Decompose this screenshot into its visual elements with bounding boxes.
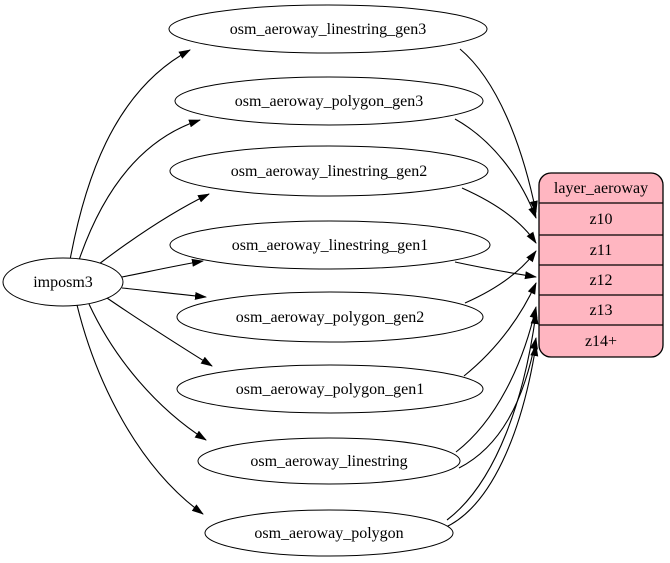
linestring-gen2-label: osm_aeroway_linestring_gen2	[231, 163, 427, 180]
edge-polygon-gen3-z10	[454, 118, 537, 219]
edge-imposm3-polygon-gen3	[78, 119, 201, 261]
node-osm-aeroway-linestring-gen2: osm_aeroway_linestring_gen2	[169, 145, 489, 197]
edges-to-layer-aeroway	[443, 48, 539, 529]
linestring-gen1-ellipse	[169, 220, 491, 270]
edge-linestring-gen1-z12	[454, 261, 537, 280]
layer-row-z12: z12	[589, 272, 612, 289]
linestring-gen2-ellipse	[169, 145, 489, 197]
edge-imposm3-polygon-gen2	[121, 287, 207, 300]
layer-row-z13: z13	[589, 302, 612, 319]
linestring-label: osm_aeroway_linestring	[250, 453, 407, 470]
edge-linestring-gen3-z10	[459, 48, 538, 213]
node-osm-aeroway-polygon-gen3: osm_aeroway_polygon_gen3	[174, 76, 484, 126]
node-layer-aeroway: layer_aeroway z10 z11 z12 z13 z14+	[538, 172, 664, 358]
node-osm-aeroway-polygon-gen1: osm_aeroway_polygon_gen1	[176, 364, 484, 414]
polygon-gen1-ellipse	[176, 364, 484, 414]
edge-polygon-gen2-z11	[464, 250, 537, 304]
polygon-gen2-label: osm_aeroway_polygon_gen2	[236, 309, 424, 326]
edge-linestring-gen2-z11	[461, 187, 537, 244]
polygon-gen2-ellipse	[176, 291, 484, 343]
node-osm-aeroway-polygon-gen2: osm_aeroway_polygon_gen2	[176, 291, 484, 343]
edges-from-imposm3	[69, 49, 213, 515]
polygon-gen3-label: osm_aeroway_polygon_gen3	[235, 93, 423, 110]
imposm3-ellipse	[2, 257, 124, 307]
layer-row-z10: z10	[589, 211, 612, 228]
edge-imposm3-polygon	[76, 304, 204, 515]
linestring-gen3-ellipse	[168, 4, 488, 54]
edge-imposm3-polygon-gen1	[106, 297, 213, 367]
polygon-label: osm_aeroway_polygon	[254, 525, 403, 542]
linestring-gen3-label: osm_aeroway_linestring_gen3	[230, 21, 426, 38]
edge-imposm3-linestring-gen1	[121, 258, 204, 278]
node-imposm3: imposm3	[2, 257, 124, 307]
node-osm-aeroway-linestring-gen3: osm_aeroway_linestring_gen3	[168, 4, 488, 54]
node-osm-aeroway-linestring: osm_aeroway_linestring	[197, 437, 461, 485]
edge-imposm3-linestring-gen2	[98, 193, 210, 265]
edge-imposm3-linestring-gen3	[69, 49, 191, 261]
edge-polygon-gen1-z12	[463, 282, 537, 377]
imposm3-label: imposm3	[33, 274, 93, 291]
node-osm-aeroway-polygon: osm_aeroway_polygon	[204, 509, 454, 557]
polygon-ellipse	[204, 509, 454, 557]
layer-row-z11: z11	[590, 242, 613, 259]
linestring-ellipse	[197, 437, 461, 485]
layer-row-z14: z14+	[585, 333, 617, 350]
node-osm-aeroway-linestring-gen1: osm_aeroway_linestring_gen1	[169, 220, 491, 270]
edge-polygon-z13	[446, 312, 539, 521]
edge-polygon-z14	[443, 344, 539, 529]
edge-linestring-z13	[455, 306, 538, 453]
polygon-gen3-ellipse	[174, 76, 484, 126]
linestring-gen1-label: osm_aeroway_linestring_gen1	[232, 237, 428, 254]
edge-imposm3-linestring	[88, 303, 207, 441]
polygon-gen1-label: osm_aeroway_polygon_gen1	[236, 381, 424, 398]
edge-linestring-z14	[458, 337, 538, 469]
layer-aeroway-title: layer_aeroway	[554, 180, 648, 197]
